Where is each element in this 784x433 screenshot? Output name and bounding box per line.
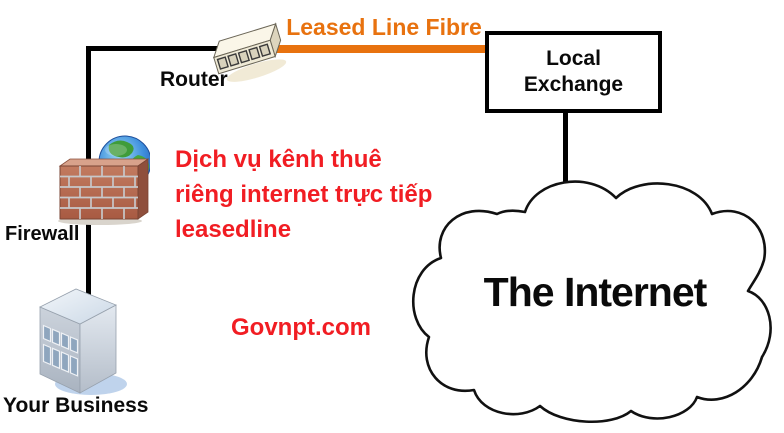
internet-cloud-shape — [411, 180, 772, 424]
router-ports — [216, 43, 272, 70]
router-label: Router — [160, 68, 228, 91]
mortar-lines — [60, 166, 138, 219]
your-business-label: Your Business — [3, 394, 149, 417]
service-annotation-line1: Dịch vụ kênh thuê — [175, 146, 382, 173]
firewall-icon — [58, 135, 150, 225]
brick-wall-icon — [58, 158, 150, 225]
watermark-text: Govnpt.com — [231, 314, 372, 341]
leased-line-fibre-link — [256, 45, 487, 53]
building-windows — [42, 324, 79, 377]
service-annotation-line2: riêng internet trực tiếp — [175, 181, 433, 208]
service-annotation: Dịch vụ kênh thuê riêng internet trực ti… — [175, 142, 432, 247]
local-exchange-node: Local Exchange — [485, 31, 662, 113]
cloud-outline — [411, 180, 772, 424]
internet-cloud-label: The Internet — [483, 269, 708, 315]
router-to-business-connector-horizontal — [86, 46, 231, 51]
building-roof-face — [39, 288, 117, 325]
local-exchange-label-line1: Local — [546, 47, 601, 70]
router-shadow — [226, 59, 287, 82]
router-icon — [212, 22, 287, 82]
building-icon — [39, 288, 127, 395]
firewall-label: Firewall — [5, 223, 80, 245]
service-annotation-line3: leasedline — [175, 216, 292, 243]
leased-line-fibre-label: Leased Line Fibre — [286, 14, 482, 40]
exchange-to-internet-connector — [563, 111, 568, 193]
local-exchange-label-line2: Exchange — [523, 73, 624, 96]
